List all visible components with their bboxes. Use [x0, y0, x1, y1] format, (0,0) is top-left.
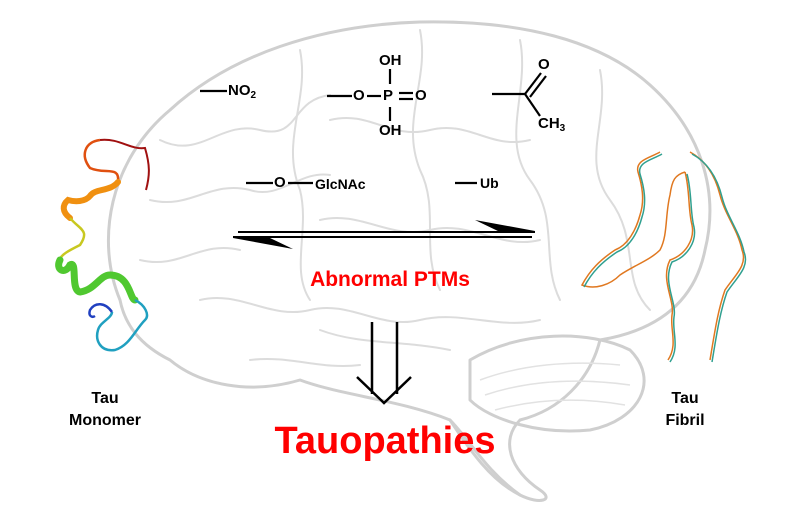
tau-monomer-label: Tau Monomer — [40, 388, 170, 432]
ribbon-segment — [88, 303, 114, 318]
phospho-double-o: O — [415, 87, 427, 104]
tau-monomer-line2: Monomer — [69, 412, 141, 429]
phospho-o: O — [353, 87, 365, 104]
glcnac-o: O — [274, 174, 286, 191]
ribbon-segment — [58, 217, 86, 261]
acetyl-methyl: CH3 — [538, 115, 565, 134]
acetyl-o: O — [538, 56, 550, 73]
ubiquitin-text: Ub — [480, 175, 499, 191]
bond-carbonyl-1 — [524, 72, 542, 95]
bond-carbonyl-2 — [529, 75, 547, 98]
ribbon-segment — [55, 256, 139, 304]
phospho-p: P — [383, 87, 394, 104]
tau-fibril-label: Tau Fibril — [630, 388, 740, 432]
brain-outline — [107, 20, 712, 502]
equilibrium-label: Abnormal PTMs — [310, 268, 470, 291]
down-arrow — [356, 322, 412, 405]
ribbon-segment — [99, 138, 150, 191]
cerebellum-folia — [479, 362, 631, 411]
glcnac-text: GlcNAc — [315, 176, 366, 192]
methyl-text: CH — [538, 115, 560, 132]
phospho-oh-bottom: OH — [379, 122, 402, 139]
tau-fibril-line2: Fibril — [665, 412, 705, 429]
methyl-subscript: 3 — [559, 123, 566, 134]
bond-methyl — [524, 93, 541, 117]
tau-fibril-line1: Tau — [671, 390, 699, 407]
forward-arrowhead — [475, 220, 535, 232]
fibril-strand-group — [580, 151, 747, 363]
reverse-arrowhead — [233, 238, 293, 249]
equilibrium-arrows — [233, 220, 535, 249]
ribbon-segment — [83, 138, 120, 183]
nitro-text: NO — [228, 82, 251, 99]
brain-gyri — [139, 29, 651, 367]
tau-fibril-strands-icon — [580, 151, 747, 363]
tau-monomer-line1: Tau — [91, 390, 119, 407]
page-title: Tauopathies — [274, 420, 496, 462]
tau-monomer-ribbon-icon — [55, 138, 150, 352]
nitro-subscript: 2 — [250, 90, 257, 101]
nitration-group: NO2 — [228, 82, 256, 101]
down-arrowhead — [356, 376, 412, 405]
ribbon-segment — [60, 179, 121, 221]
ribbon-segment — [96, 298, 149, 352]
phospho-oh-top: OH — [379, 52, 402, 69]
